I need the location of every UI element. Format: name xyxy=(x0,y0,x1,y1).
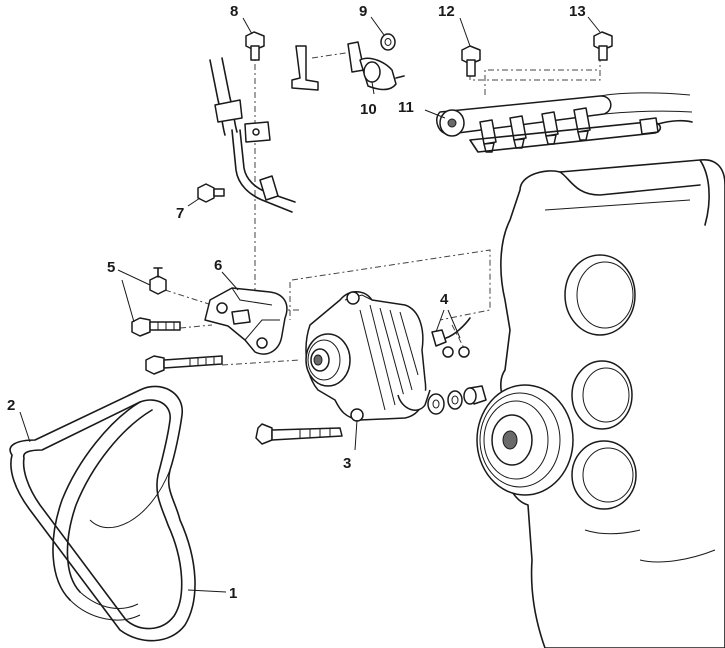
callout-5: 5 xyxy=(107,259,115,276)
sensor-connector xyxy=(347,41,405,91)
engine-block xyxy=(500,159,725,648)
drive-belt xyxy=(9,385,196,642)
oil-pressure-hose xyxy=(209,57,296,213)
crankshaft-pulley xyxy=(476,384,574,496)
terminal-nuts xyxy=(431,317,471,358)
fuel-rail-bolt-right xyxy=(593,31,613,61)
callout-7: 7 xyxy=(176,205,184,222)
hose-bracket-bolt xyxy=(197,183,225,203)
assembly-centerlines xyxy=(164,50,601,366)
fuel-rail-bolt-left xyxy=(461,45,481,77)
callout-12: 12 xyxy=(438,3,455,20)
spacer-washers xyxy=(427,385,487,415)
cylinder-bore-bottom xyxy=(571,440,637,510)
injector xyxy=(573,107,591,141)
hose-clamp-bolt xyxy=(245,31,265,61)
callout-2: 2 xyxy=(7,397,15,414)
tension-bracket xyxy=(204,287,288,355)
bracket-bolt-lower xyxy=(131,317,181,337)
bracket-long-bolt xyxy=(145,355,223,375)
alternator-mount-bolt xyxy=(255,423,343,445)
alternator-pulley xyxy=(305,333,351,387)
injector xyxy=(541,111,559,145)
callout-10: 10 xyxy=(360,101,377,118)
callout-8: 8 xyxy=(230,3,238,20)
cylinder-bore-top xyxy=(564,254,636,336)
bracket-bolt-upper xyxy=(149,267,167,295)
sensor-nut xyxy=(380,33,396,51)
alternator xyxy=(305,291,431,422)
cylinder-bore-middle xyxy=(571,360,633,430)
fuel-rail-assembly xyxy=(436,92,693,153)
sensor-bracket xyxy=(291,45,319,91)
callout-6: 6 xyxy=(214,257,222,274)
callout-9: 9 xyxy=(359,3,367,20)
callout-11: 11 xyxy=(398,99,414,116)
injector xyxy=(509,115,527,149)
callout-3: 3 xyxy=(343,455,351,472)
injector xyxy=(479,119,497,153)
callout-4: 4 xyxy=(440,291,449,308)
leader-lines xyxy=(19,16,601,593)
callout-1: 1 xyxy=(229,585,237,602)
callout-13: 13 xyxy=(569,3,586,20)
